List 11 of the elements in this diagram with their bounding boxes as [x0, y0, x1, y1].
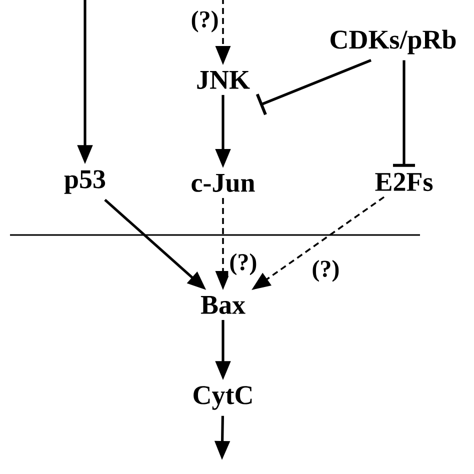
protein-label: Bax [200, 296, 246, 314]
inhibition-line [393, 60, 415, 167]
edge-label: (?) [310, 259, 341, 283]
protein-label: E2Fs [375, 172, 433, 192]
edge-label: (?) [228, 252, 258, 276]
protein-label: p53 [64, 170, 106, 194]
edge-label: (?) [190, 10, 220, 34]
protein-label: CytC [194, 386, 252, 410]
protein-label: CDKs/pRb [330, 30, 456, 54]
protein-label: c-Jun [192, 174, 255, 192]
protein-label: JNK [197, 71, 250, 89]
